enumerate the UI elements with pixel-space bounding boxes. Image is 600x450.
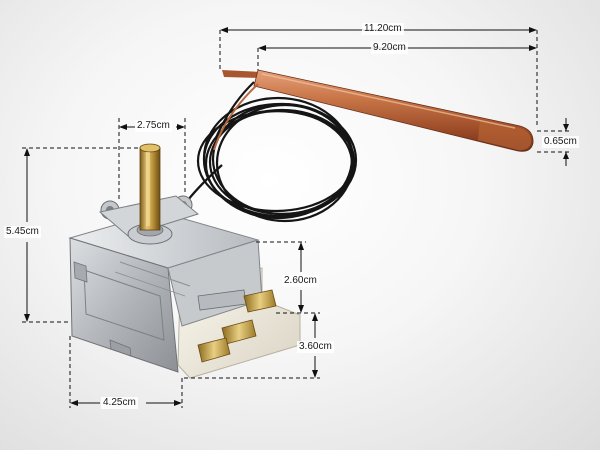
dimension-label-terminal-upper: 2.60cm [282, 275, 319, 287]
dimension-label-terminal-lower: 3.60cm [297, 341, 334, 353]
capillary-coil [187, 81, 358, 223]
copper-probe [222, 69, 534, 152]
dimension-label-probe-tube: 9.20cm [371, 42, 408, 54]
probe-tube [253, 69, 534, 152]
terminals [197, 289, 277, 363]
front-face [69, 237, 179, 373]
dimension-label-probe-diameter: 0.65cm [542, 136, 579, 148]
probe-flat-end [222, 70, 262, 78]
dimension-label-body-width: 4.25cm [101, 397, 138, 409]
copper-lead [213, 83, 259, 151]
dimension-label-probe-total: 11.20cm [362, 23, 404, 35]
terminal-tab-3 [197, 337, 231, 363]
dimension-label-shaft-offset: 2.75cm [135, 120, 172, 132]
brass-shaft [139, 143, 161, 231]
probe-bulb [478, 120, 532, 151]
thermostat-body [68, 195, 301, 379]
terminal-tab-1 [243, 289, 277, 313]
dimension-label-body-height: 5.45cm [4, 226, 41, 238]
